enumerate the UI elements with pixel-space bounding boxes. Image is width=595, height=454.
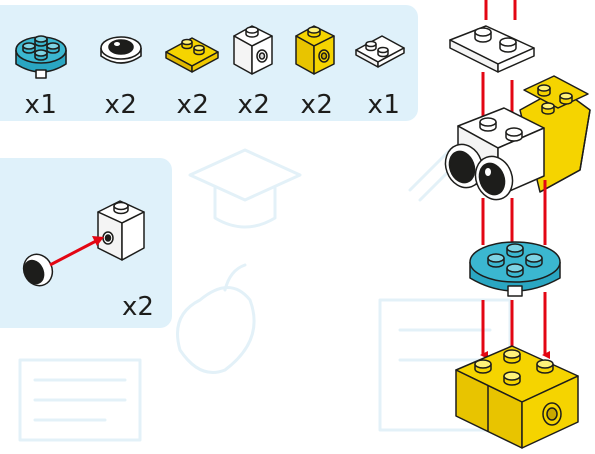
part-qty-technic-yellow: x2 [282, 90, 352, 120]
round-plate-blue-icon [12, 22, 70, 82]
insert-arrow-icon [50, 236, 104, 265]
part-qty-slope: x2 [158, 90, 228, 120]
notebook-doodle [20, 360, 140, 440]
graduation-cap-doodle [190, 150, 300, 227]
plate-1x2-white-icon [450, 26, 534, 72]
part-qty-technic-white: x2 [219, 90, 289, 120]
eye-tile-icon [96, 28, 146, 72]
head-assembly [440, 76, 590, 205]
assembly-diagram [420, 0, 595, 454]
technic-brick-white-icon [228, 18, 278, 80]
round-plate-blue-icon [470, 242, 560, 296]
eye-tile-icon [19, 250, 58, 288]
part-qty-eye-tile: x2 [86, 90, 156, 120]
technic-brick-white-icon [98, 201, 144, 260]
part-qty-round-plate: x1 [6, 90, 76, 120]
plate-1x2-white-icon [352, 28, 408, 72]
slope-yellow-icon [160, 28, 224, 74]
base-technic-bricks [456, 346, 578, 448]
subassembly-qty: x2 [108, 292, 168, 322]
apple-doodle [178, 265, 255, 373]
eye-subassembly-diagram [0, 158, 172, 288]
part-qty-plate-white: x1 [349, 90, 419, 120]
technic-brick-yellow-icon [290, 18, 340, 80]
